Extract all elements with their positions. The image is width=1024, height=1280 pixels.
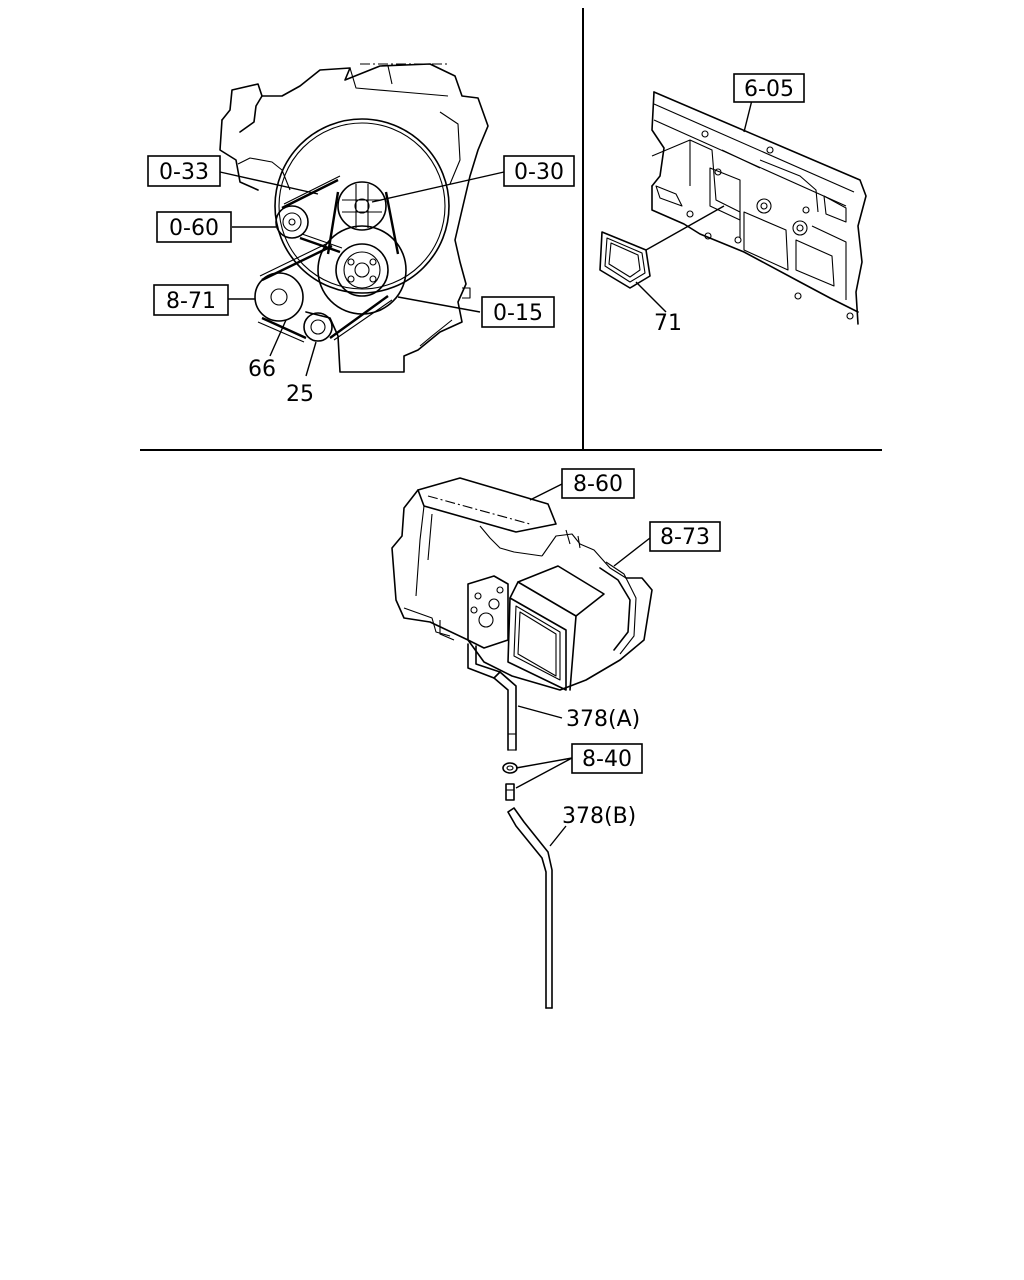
svg-text:8-60: 8-60 — [573, 472, 623, 497]
callout-8-73: 8-73 — [649, 521, 721, 552]
callout-8-40: 8-40 — [571, 743, 643, 774]
svg-text:8-73: 8-73 — [660, 525, 710, 550]
callout-0-33: 0-33 — [147, 155, 221, 187]
callout-6-05: 6-05 — [733, 73, 805, 103]
svg-text:8-71: 8-71 — [166, 289, 216, 314]
svg-text:6-05: 6-05 — [744, 77, 794, 102]
callout-0-60: 0-60 — [156, 211, 232, 243]
heater-unit-assembly — [391, 477, 653, 1009]
svg-text:0-15: 0-15 — [493, 301, 543, 326]
part-label-378a: 378(A) — [566, 707, 640, 732]
svg-text:8-40: 8-40 — [582, 747, 632, 772]
callout-0-15: 0-15 — [481, 296, 555, 328]
part-label-71: 71 — [654, 311, 682, 336]
callout-0-30: 0-30 — [503, 155, 575, 187]
part-label-378b: 378(B) — [562, 804, 636, 829]
engine-belt-drive — [219, 63, 505, 377]
callout-8-60: 8-60 — [561, 468, 635, 499]
svg-text:0-60: 0-60 — [169, 216, 219, 241]
svg-text:0-30: 0-30 — [514, 160, 564, 185]
part-label-25: 25 — [286, 382, 314, 407]
svg-text:0-33: 0-33 — [159, 160, 209, 185]
callout-8-71: 8-71 — [153, 284, 229, 316]
dash-panel — [599, 91, 867, 325]
part-label-66: 66 — [248, 357, 276, 382]
